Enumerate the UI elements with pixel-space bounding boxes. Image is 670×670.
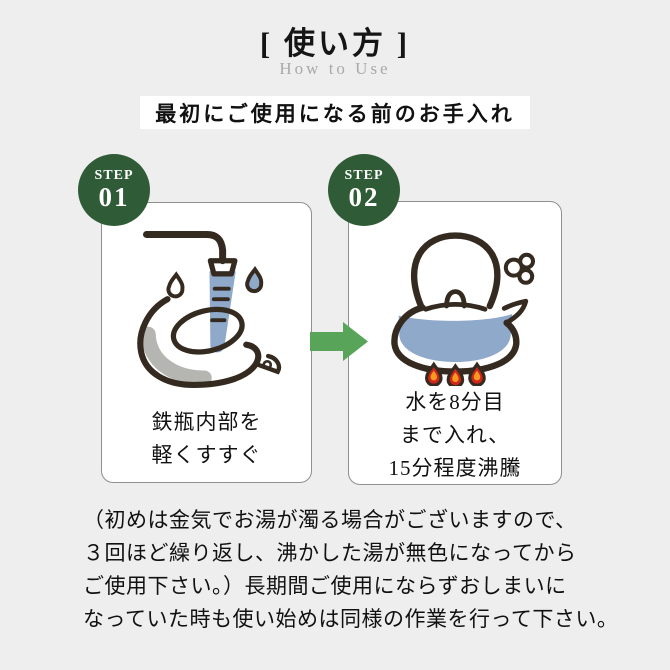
kettle-lid-knob <box>444 289 467 309</box>
step-1-badge-label: STEP <box>94 168 134 183</box>
steam-icon <box>503 252 535 285</box>
faucet-spout <box>207 258 238 277</box>
kettle-handle-outline <box>410 232 501 310</box>
first-use-care-banner: 最初にご使用になる前のお手入れ <box>140 96 530 129</box>
step-2-caption: 水を8分目 まで入れ、 15分程度沸騰 <box>349 386 561 485</box>
kettle-interior-shade <box>140 326 212 386</box>
page-subtitle: How to Use <box>279 59 391 78</box>
care-note-line-2: ３回ほど繰り返し、沸かした湯が無色になってから <box>83 541 577 565</box>
step-2-badge: STEP 02 <box>328 154 400 226</box>
step-2-caption-line-3: 15分程度沸騰 <box>388 456 522 480</box>
page-title: [ 使い方 ] <box>259 26 411 61</box>
rinse-kettle-illustration-icon <box>137 230 282 389</box>
step-2-badge-number: 02 <box>348 182 380 212</box>
arrow-right-icon <box>310 322 368 361</box>
step-1-caption-line-1: 鉄瓶内部を <box>151 410 262 434</box>
flame-icons <box>424 361 486 386</box>
kettle-lid-outline <box>423 302 488 312</box>
faucet-icon <box>143 230 227 265</box>
care-note-line-4: なっていた時も使い始めは同様の作業を行って下さい。 <box>83 607 619 631</box>
care-note-line-3: ご使用下さい。）長期間ご使用にならずおしまいに <box>83 574 567 598</box>
water-drop-right <box>245 266 264 294</box>
step-2-badge-label: STEP <box>344 168 384 183</box>
step-1-caption-line-2: 軽くすすぐ <box>151 443 262 467</box>
boiling-kettle-illustration-icon <box>391 232 535 386</box>
step-card-1: 鉄瓶内部を 軽くすすぐ <box>101 202 312 483</box>
care-note-line-1: （初めは金気でお湯が濁る場合がございますので、 <box>83 508 577 532</box>
kettle-body-outline <box>137 296 262 389</box>
step-2-caption-line-1: 水を8分目 <box>405 390 505 414</box>
step-2-caption-line-2: まで入れ、 <box>399 423 511 447</box>
step-1-badge-number: 01 <box>98 182 130 212</box>
kettle-spout-hole <box>262 360 273 370</box>
kettle-spout-outline <box>501 298 529 326</box>
step-1-badge: STEP 01 <box>78 154 150 226</box>
care-note: （初めは金気でお湯が濁る場合がございますので、 ３回ほど繰り返し、沸かした湯が無… <box>83 504 619 636</box>
kettle-spout-outline <box>253 353 282 375</box>
kettle-water-fill <box>398 314 513 362</box>
kettle-opening-outline <box>170 306 245 355</box>
step-card-2: 水を8分目 まで入れ、 15分程度沸騰 <box>348 201 562 485</box>
banner-text: 最初にご使用になる前のお手入れ <box>155 101 515 126</box>
water-drop-left <box>166 271 185 299</box>
step-1-caption: 鉄瓶内部を 軽くすすぐ <box>102 406 311 472</box>
